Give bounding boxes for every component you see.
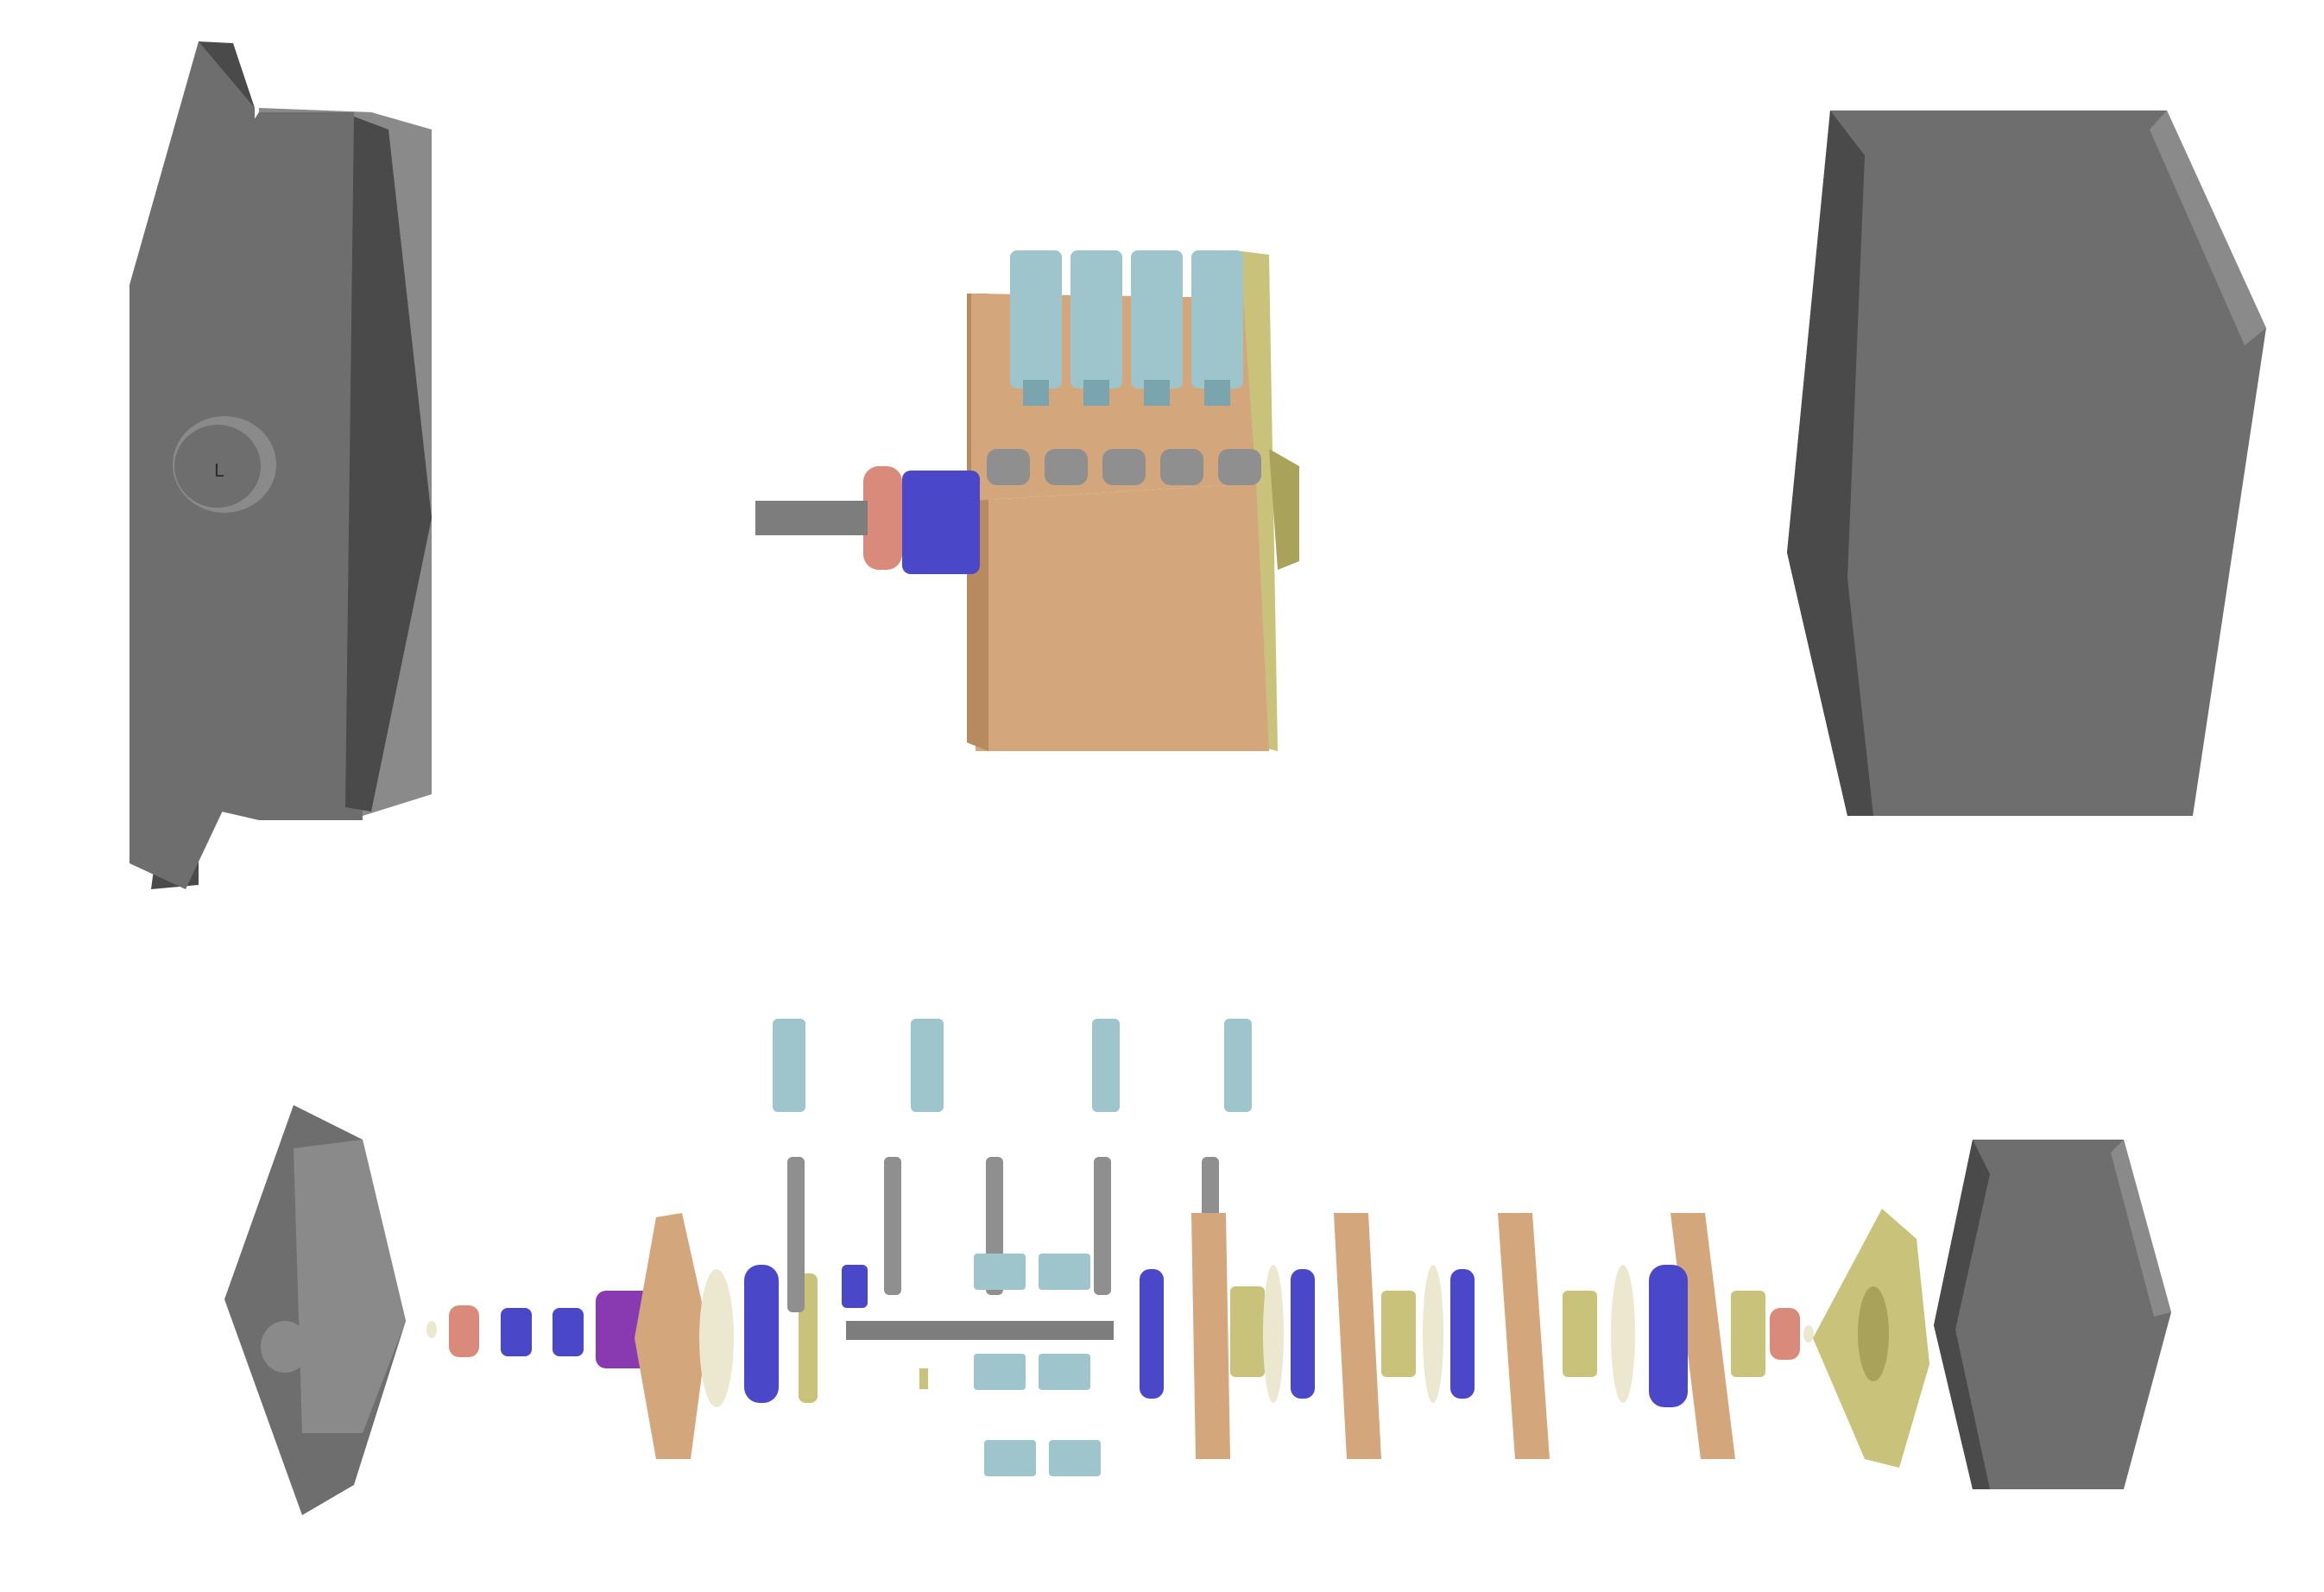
exploded-small-plate-gear-3 <box>1563 1291 1597 1377</box>
exploded-spacer-grid <box>974 1254 1101 1476</box>
exploded-gear-1 <box>501 1308 532 1356</box>
exploded-frame-plate-5 <box>1670 1213 1735 1459</box>
exploded-bearing-right <box>1770 1308 1800 1360</box>
exploded-small-plate-gear-4 <box>1731 1291 1765 1377</box>
exploded-pin <box>919 1368 928 1389</box>
exploded-ring-gear-3 <box>1291 1269 1315 1399</box>
assembled-screw-heads <box>987 449 1261 485</box>
assembled-gear-stack <box>902 471 980 574</box>
exploded-small-plate-gear-1 <box>1230 1286 1265 1377</box>
exploded-ring-gear-5 <box>1649 1265 1688 1407</box>
exploded-washer-1 <box>699 1269 734 1407</box>
enclosure-base-large: L <box>129 41 432 889</box>
exploded-central-shaft <box>846 1321 1114 1340</box>
exploded-ring-gear-4 <box>1450 1269 1475 1399</box>
exploded-frame-plate-3 <box>1334 1213 1381 1459</box>
exploded-ring-gear-2 <box>1140 1269 1164 1399</box>
exploded-washer-3 <box>1423 1265 1443 1403</box>
assembled-cams <box>1010 250 1243 406</box>
exploded-gear-3 <box>842 1265 868 1308</box>
enclosure-base-small <box>224 1105 406 1515</box>
exploded-frame-plate-2 <box>1191 1213 1230 1459</box>
exploded-frame-plate-1 <box>635 1213 708 1459</box>
enclosure-cover-small <box>1934 1140 2171 1489</box>
exploded-gear-2 <box>553 1308 584 1356</box>
assembled-shaft <box>755 501 868 535</box>
assembled-mechanism <box>755 250 1299 751</box>
enclosure-cover-large <box>1787 111 2266 816</box>
exploded-frame-plate-4 <box>1498 1213 1550 1459</box>
exploded-cams <box>773 1019 1252 1112</box>
cap-label: L <box>214 460 224 481</box>
exploded-ring-gear-1 <box>744 1265 779 1403</box>
exploded-small-plate-gear-2 <box>1381 1291 1416 1377</box>
exploded-washer-2 <box>1263 1265 1284 1403</box>
exploded-washer-4 <box>1611 1265 1635 1403</box>
small-washer-left <box>426 1321 437 1338</box>
exploded-bearing-left <box>449 1305 479 1357</box>
small-washer-right <box>1803 1325 1814 1342</box>
assembled-bearing <box>863 466 902 570</box>
